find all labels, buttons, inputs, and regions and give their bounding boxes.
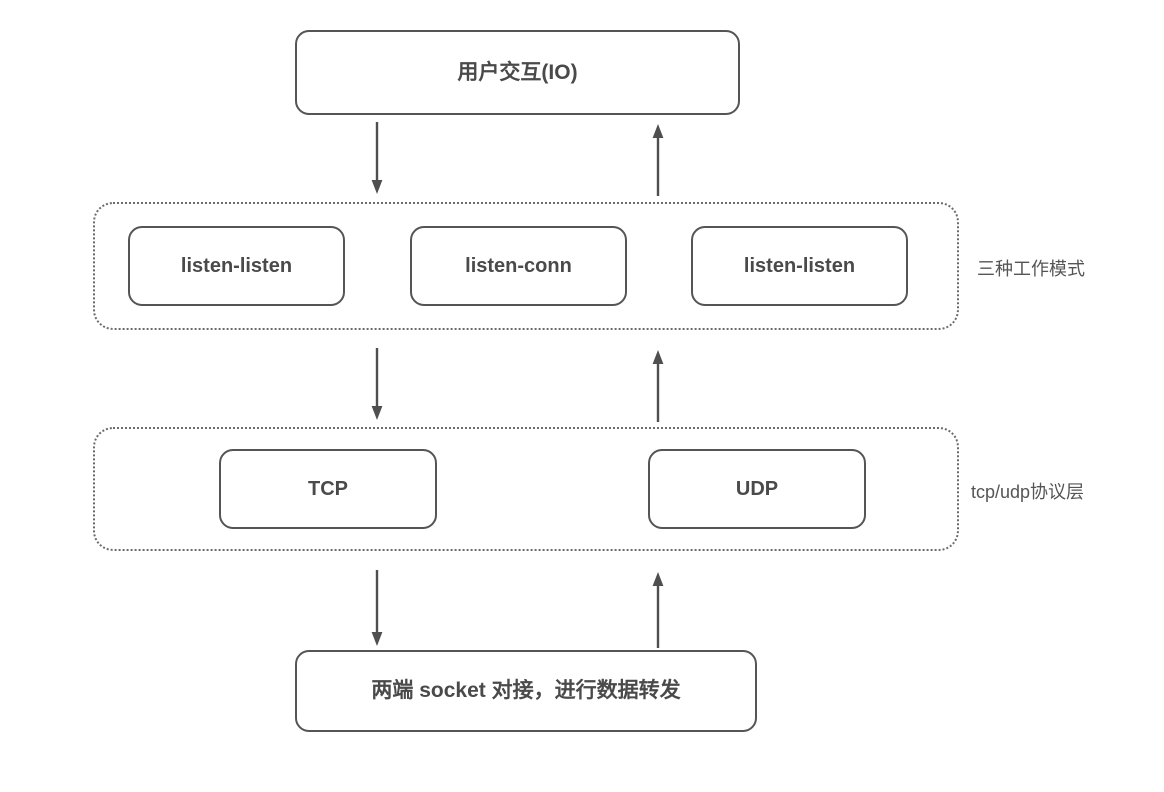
arrow-modes-to-io-up [648,122,668,196]
arrow-modes-to-protocol-down [367,348,387,422]
mode-box-listen-conn[interactable]: listen-conn [410,226,627,306]
arrow-socket-to-protocol-up [648,570,668,648]
mode-box-label: listen-listen [743,255,856,277]
protocol-box-label: UDP [735,478,779,500]
arrow-up-icon [652,124,664,196]
mode-group-side-label: 三种工作模式 [977,259,1085,279]
arrow-io-to-modes-down [367,122,387,196]
socket-forwarding-box[interactable]: 两端 socket 对接，进行数据转发 [295,650,757,732]
user-interaction-io-box[interactable]: 用户交互(IO) [295,30,740,115]
mode-box-listen-listen-2[interactable]: listen-listen [691,226,908,306]
arrow-up-icon [652,572,664,648]
mode-box-label: listen-listen [180,255,293,277]
arrow-up-icon [652,350,664,422]
socket-forwarding-label: 两端 socket 对接，进行数据转发 [371,679,681,703]
protocol-box-udp[interactable]: UDP [648,449,866,529]
arrow-down-icon [371,570,383,646]
arrow-protocol-to-socket-down [367,570,387,648]
protocol-group-container [93,427,959,551]
user-interaction-io-label: 用户交互(IO) [457,60,578,84]
protocol-group-side-label: tcp/udp协议层 [971,482,1085,502]
arrow-down-icon [371,348,383,420]
arrow-down-icon [371,122,383,194]
arrow-protocol-to-modes-up [648,348,668,422]
protocol-box-tcp[interactable]: TCP [219,449,437,529]
mode-box-listen-listen-1[interactable]: listen-listen [128,226,345,306]
protocol-box-label: TCP [308,478,348,500]
mode-group-container [93,202,959,330]
mode-box-label: listen-conn [465,255,572,277]
